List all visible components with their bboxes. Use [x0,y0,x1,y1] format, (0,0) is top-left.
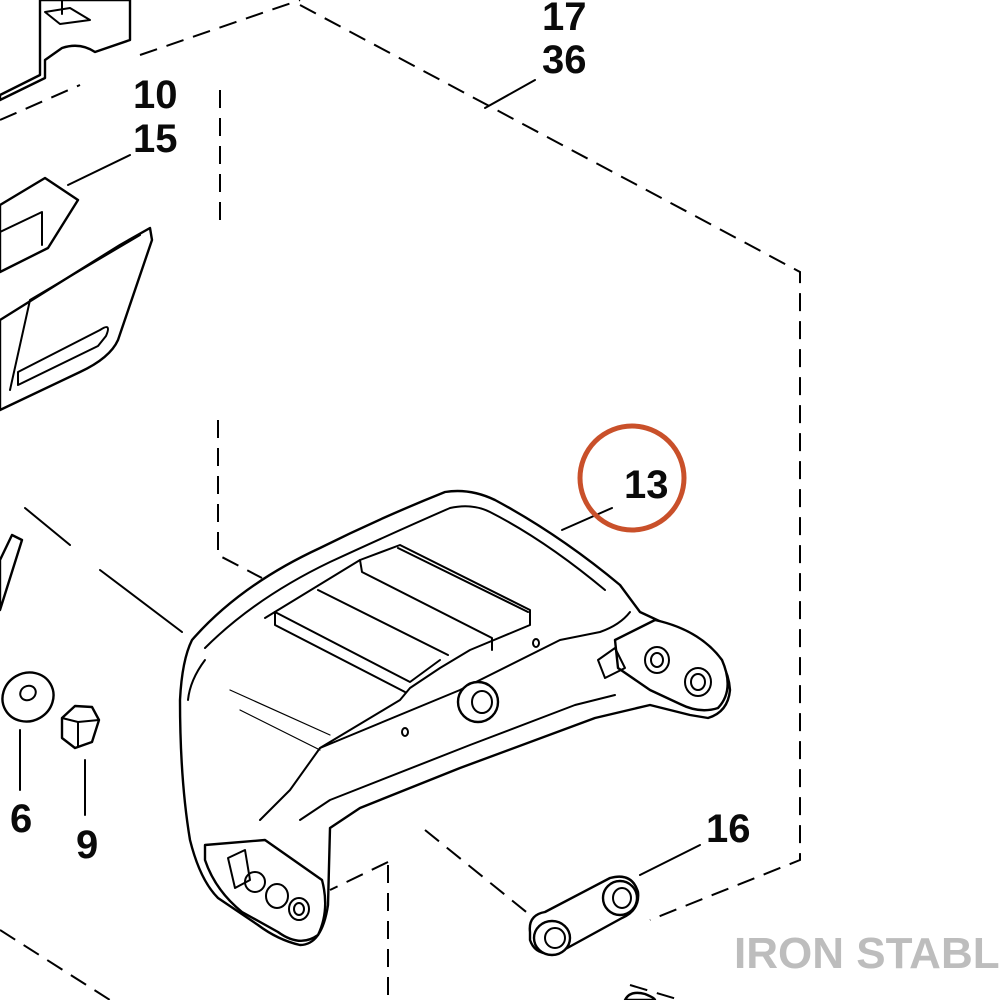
part-number-9: 9 [76,823,98,867]
part-number-6: 6 [10,797,32,841]
dashed-assembly-guides [0,0,801,1000]
part-number-16: 16 [706,807,751,851]
part-number-13: 13 [624,463,669,507]
left-side-part [0,533,24,612]
part-number-10: 10 [133,73,178,117]
part-number-15: 15 [133,117,178,161]
leader-lines [19,79,701,876]
part-number-labels: 17 36 10 15 13 6 9 16 [10,0,751,867]
nut-part [60,704,101,750]
part-number-17: 17 [542,0,587,39]
lower-right-part [623,991,657,1000]
part-number-36: 36 [542,38,587,82]
watermark-text: IRON STABLE [734,929,1000,978]
upper-bracket-part [0,0,132,102]
washer-part [1,671,55,723]
link-plate-part [528,875,640,957]
guide-plate-part [0,176,154,412]
highlight-circle [577,423,687,533]
sprocket-cover-part [178,489,732,947]
